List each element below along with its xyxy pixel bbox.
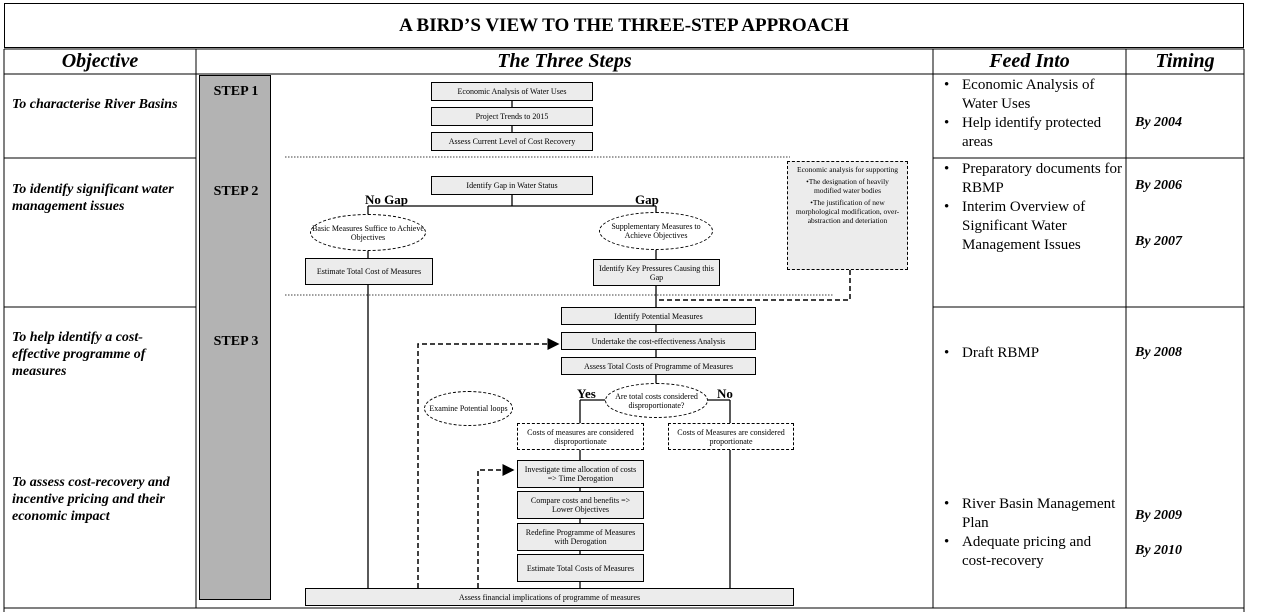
flow-box-costs-disproportionate: Costs of measures are considered disprop… [517,423,644,450]
feed-into-item: Economic Analysis of Water Uses [942,76,1122,114]
flow-box-financial-implications: Assess financial implications of program… [305,588,794,606]
flow-box-identify-gap: Identify Gap in Water Status [431,176,593,195]
flow-box-key-pressures: Identify Key Pressures Causing this Gap [593,259,720,286]
timing-2010: By 2010 [1135,543,1183,558]
oval-disproportionate-question: Are total costs considered disproportion… [605,383,708,418]
objective-2: To identify significant water management… [12,182,174,214]
economic-support-box: Economic analysis for supporting •The de… [787,161,908,270]
feed-into-list-3: Draft RBMP [942,344,1122,363]
feed-into-item: Preparatory documents for RBMP [942,160,1122,198]
step-1-label: STEP 1 [213,84,259,99]
oval-examine-loops: Examine Potential loops [424,391,513,426]
flow-box-costs-proportionate: Costs of Measures are considered proport… [668,423,794,450]
gap-label: Gap [635,192,659,207]
flow-box-cost-effectiveness: Undertake the cost-effectiveness Analysi… [561,332,756,350]
no-gap-label: No Gap [365,192,408,207]
oval-basic-measures: Basic Measures Suffice to Achieve Object… [310,214,426,251]
timing-2004: By 2004 [1135,115,1183,130]
oval-supplementary-measures: Supplementary Measures to Achieve Object… [599,212,713,250]
step-2-label: STEP 2 [213,184,259,199]
flow-box-estimate-total-cost: Estimate Total Cost of Measures [305,258,433,285]
feed-into-list-4: River Basin Management Plan Adequate pri… [942,495,1122,571]
flow-box-redefine-programme: Redefine Programme of Measures with Dero… [517,523,644,551]
feed-into-item: Help identify protected areas [942,114,1122,152]
feed-into-list-2: Preparatory documents for RBMP Interim O… [942,160,1122,255]
flow-box-compare-costs: Compare costs and benefits => Lower Obje… [517,491,644,519]
page-title: A BIRD’S VIEW TO THE THREE-STEP APPROACH [4,3,1244,48]
header-timing: Timing [1155,50,1215,72]
flow-box-time-derogation: Investigate time allocation of costs => … [517,460,644,488]
header-three-steps: The Three Steps [497,50,632,72]
feed-into-item: River Basin Management Plan [942,495,1122,533]
objective-1: To characterise River Basins [12,97,178,112]
flow-box-estimate-total-costs: Estimate Total Costs of Measures [517,554,644,582]
econ-support-item-2: •The justification of new morphological … [795,198,900,225]
step-bar [199,75,271,600]
objective-4: To assess cost-recovery and incentive pr… [12,475,170,524]
step-3-label: STEP 3 [213,334,259,349]
flow-box-identify-potential: Identify Potential Measures [561,307,756,325]
econ-support-title: Economic analysis for supporting [796,165,899,174]
flow-box-assess-cost-recovery: Assess Current Level of Cost Recovery [431,132,593,151]
feed-into-item: Draft RBMP [942,344,1122,363]
flow-box-project-trends: Project Trends to 2015 [431,107,593,126]
no-label: No [717,386,733,401]
objective-3: To help identify a cost-effective progra… [12,330,146,379]
econ-support-item-1: •The designation of heavily modified wat… [806,177,889,195]
header-feed-into: Feed Into [989,50,1070,72]
feed-into-item: Interim Overview of Significant Water Ma… [942,198,1122,255]
flow-box-economic-analysis: Economic Analysis of Water Uses [431,82,593,101]
flow-box-assess-total-programme: Assess Total Costs of Programme of Measu… [561,357,756,375]
feed-into-item: Adequate pricing and cost-recovery [942,533,1122,571]
timing-2008: By 2008 [1135,345,1183,360]
timing-2009: By 2009 [1135,508,1183,523]
yes-label: Yes [577,386,596,401]
timing-2006: By 2006 [1135,178,1183,193]
timing-2007: By 2007 [1135,234,1183,249]
feed-into-list-1: Economic Analysis of Water Uses Help ide… [942,76,1122,152]
header-objective: Objective [61,50,139,72]
